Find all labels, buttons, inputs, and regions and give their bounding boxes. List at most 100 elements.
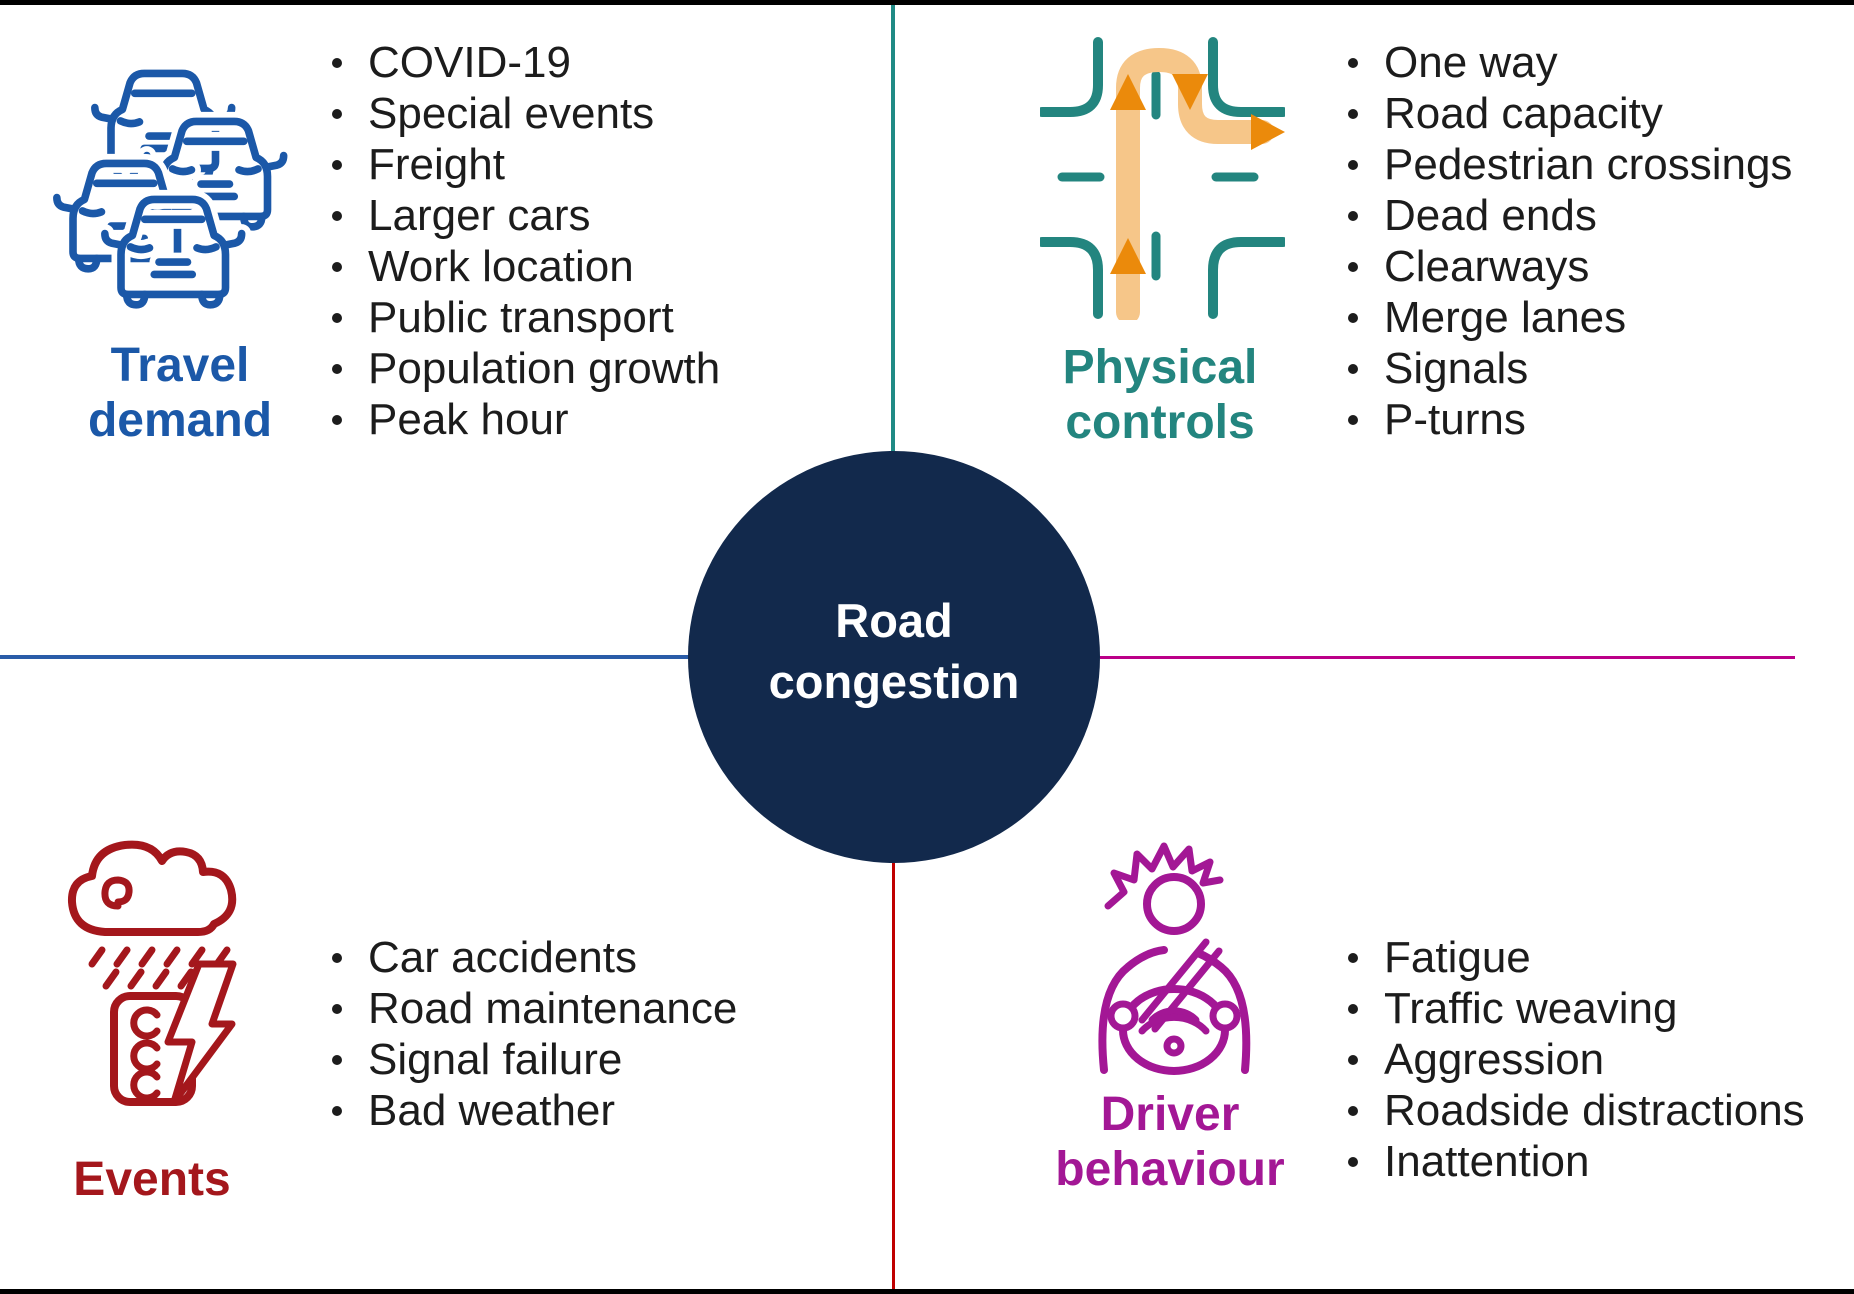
list-item-text: Pedestrian crossings (1384, 139, 1793, 189)
list-item-text: Special events (368, 88, 655, 138)
travel-demand-label-line1: Travel (110, 339, 250, 392)
list-item: Peak hour (332, 394, 720, 445)
bullet-dot (1348, 952, 1358, 963)
list-item-text: Bad weather (368, 1085, 616, 1135)
list-item: Public transport (332, 292, 720, 343)
bullet-dot (332, 1054, 342, 1065)
list-item: Aggression (1348, 1034, 1805, 1085)
bullet-dot (1348, 159, 1358, 170)
list-item-text: Traffic weaving (1384, 983, 1678, 1033)
bullet-dot (1348, 1105, 1358, 1116)
road-congestion-title: Road congestion (769, 590, 1020, 712)
storm-traffic-light-icon (67, 840, 237, 1106)
bullet-dot (332, 159, 342, 170)
travel-demand-label-line2: demand (87, 394, 273, 447)
list-item: Car accidents (332, 932, 737, 983)
list-item: Signal failure (332, 1034, 737, 1085)
list-item: One way (1348, 37, 1792, 88)
bullet-dot (332, 414, 342, 425)
list-item-text: Merge lanes (1384, 292, 1627, 342)
driver-behaviour-label: Driver behaviour (1020, 1087, 1320, 1197)
list-item-text: P-turns (1384, 394, 1526, 444)
bullet-dot (1348, 312, 1358, 323)
road-congestion-title-line1: Road (835, 594, 953, 647)
list-item: Larger cars (332, 190, 720, 241)
list-item-text: Aggression (1384, 1034, 1605, 1084)
events-label: Events (42, 1152, 262, 1207)
divider-right-horizontal (1100, 656, 1795, 659)
bullet-dot (332, 312, 342, 323)
bullet-dot (332, 1105, 342, 1116)
driver-behaviour-list: Fatigue Traffic weaving Aggression Roads… (1348, 932, 1805, 1187)
divider-bottom-vertical (892, 863, 895, 1289)
list-item: Roadside distractions (1348, 1085, 1805, 1136)
list-item: Pedestrian crossings (1348, 139, 1792, 190)
list-item: Freight (332, 139, 720, 190)
list-item-text: One way (1384, 37, 1558, 87)
list-item-text: Signals (1384, 343, 1529, 393)
list-item-text: Work location (368, 241, 634, 291)
p-turn-intersection-icon (1040, 37, 1285, 320)
list-item-text: Roadside distractions (1384, 1085, 1805, 1135)
list-item-text: Inattention (1384, 1136, 1590, 1186)
list-item-text: Larger cars (368, 190, 591, 240)
stressed-driver-icon (1098, 842, 1251, 1075)
bullet-dot (1348, 1156, 1358, 1167)
list-item: Signals (1348, 343, 1792, 394)
travel-demand-label: Travel demand (40, 338, 320, 448)
divider-left-horizontal (0, 655, 690, 659)
list-item: Traffic weaving (1348, 983, 1805, 1034)
list-item: Inattention (1348, 1136, 1805, 1187)
bullet-dot (1348, 1003, 1358, 1014)
list-item-text: Public transport (368, 292, 674, 342)
list-item-text: Freight (368, 139, 505, 189)
physical-controls-label-line2: controls (1065, 396, 1255, 449)
bullet-dot (332, 952, 342, 963)
driver-behaviour-label-line1: Driver (1100, 1088, 1240, 1141)
list-item: Special events (332, 88, 720, 139)
list-item-text: Car accidents (368, 932, 638, 982)
bullet-dot (332, 261, 342, 272)
list-item: Population growth (332, 343, 720, 394)
list-item-text: Clearways (1384, 241, 1590, 291)
events-label-line1: Events (73, 1153, 231, 1206)
list-item-text: Peak hour (368, 394, 569, 444)
traffic-jam-cars-icon (52, 60, 297, 315)
list-item: Bad weather (332, 1085, 737, 1136)
list-item: Road capacity (1348, 88, 1792, 139)
bullet-dot (332, 1003, 342, 1014)
driver-behaviour-label-line2: behaviour (1055, 1143, 1285, 1196)
road-congestion-circle: Road congestion (688, 451, 1100, 863)
list-item: Merge lanes (1348, 292, 1792, 343)
list-item-text: Road capacity (1384, 88, 1663, 138)
bullet-dot (332, 57, 342, 68)
list-item: COVID-19 (332, 37, 720, 88)
list-item: Fatigue (1348, 932, 1805, 983)
bullet-dot (1348, 210, 1358, 221)
bullet-dot (332, 363, 342, 374)
road-congestion-title-line2: congestion (768, 655, 1020, 708)
list-item-text: Signal failure (368, 1034, 623, 1084)
list-item-text: COVID-19 (368, 37, 571, 87)
bullet-dot (332, 108, 342, 119)
list-item: Clearways (1348, 241, 1792, 292)
bottom-frame-bar (0, 1289, 1854, 1294)
list-item-text: Dead ends (1384, 190, 1597, 240)
divider-top-vertical (891, 5, 895, 453)
list-item: Work location (332, 241, 720, 292)
events-list: Car accidents Road maintenance Signal fa… (332, 932, 737, 1136)
list-item-text: Road maintenance (368, 983, 738, 1033)
bullet-dot (1348, 57, 1358, 68)
list-item-text: Population growth (368, 343, 721, 393)
travel-demand-list: COVID-19 Special events Freight Larger c… (332, 37, 720, 445)
bullet-dot (1348, 1054, 1358, 1065)
physical-controls-label-line1: Physical (1062, 341, 1258, 394)
bullet-dot (1348, 261, 1358, 272)
physical-controls-label: Physical controls (1020, 340, 1300, 450)
bullet-dot (1348, 414, 1358, 425)
list-item-text: Fatigue (1384, 932, 1531, 982)
list-item: Dead ends (1348, 190, 1792, 241)
physical-controls-list: One way Road capacity Pedestrian crossin… (1348, 37, 1792, 445)
list-item: Road maintenance (332, 983, 737, 1034)
